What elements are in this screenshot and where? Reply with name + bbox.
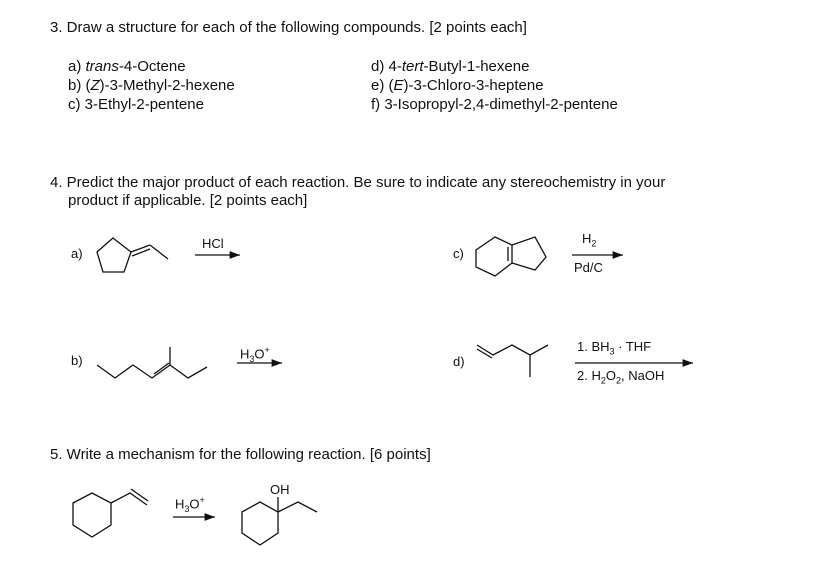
q3-item-prefix: c) xyxy=(68,96,85,113)
q3-item-prefix: d) 4- xyxy=(371,58,402,75)
q4c-reagent-top: H2 xyxy=(582,231,597,249)
q3-item-rest: -4-Octene xyxy=(118,58,186,75)
q4b-reagent: H3O+ xyxy=(240,345,270,364)
q4a-reagent: HCl xyxy=(202,236,224,251)
q3-item-italic: tert xyxy=(401,58,424,75)
q4-heading: 4. Predict the major product of each rea… xyxy=(50,174,666,191)
q4c-reagent-bottom: Pd/C xyxy=(574,260,603,275)
q4c-bicyclic-alkene xyxy=(475,236,547,277)
q3-item-rest: )-3-Methyl-2-hexene xyxy=(99,77,235,94)
q3-item: b) (Z)-3-Methyl-2-hexene xyxy=(68,77,235,95)
q3-item-italic: E xyxy=(393,77,404,94)
q3-item-italic: trans xyxy=(85,58,119,75)
q5-vinylcyclohexane xyxy=(72,488,149,538)
q4-heading-cont: product if applicable. [2 points each] xyxy=(68,192,308,209)
q3-item-rest: 3-Ethyl-2-pentene xyxy=(84,96,204,113)
q4d-step1: 1. BH3 · THF xyxy=(577,339,652,357)
q3-heading: 3. Draw a structure for each of the foll… xyxy=(50,19,527,36)
q3-item-prefix: f) xyxy=(371,96,385,113)
q4a-ethylidenecyclopentane xyxy=(96,237,169,273)
q3-item: f) 3-Isopropyl-2,4-dimethyl-2-pentene xyxy=(371,96,618,114)
q3-item-prefix: e) ( xyxy=(371,77,394,94)
q3-item-prefix: b) ( xyxy=(68,77,91,94)
q5-product-oh: OH xyxy=(270,482,290,497)
q3-item: c) 3-Ethyl-2-pentene xyxy=(68,96,204,114)
q3-item: d) 4-tert-Butyl-1-hexene xyxy=(371,58,529,76)
q4a-label: a) xyxy=(71,246,83,261)
q3-item-rest: 3-Isopropyl-2,4-dimethyl-2-pentene xyxy=(384,96,618,113)
q5-reagent: H3O+ xyxy=(175,495,205,514)
q4d-step2: 2. H2O2, NaOH xyxy=(577,368,665,386)
q3-item-italic: Z xyxy=(90,77,100,94)
q5-1-ethylcyclohexanol xyxy=(241,497,318,546)
q5-heading: 5. Write a mechanism for the following r… xyxy=(50,446,431,463)
q3-item-rest: -Butyl-1-hexene xyxy=(423,58,530,75)
q4b-label: b) xyxy=(71,353,83,368)
q3-item: e) (E)-3-Chloro-3-heptene xyxy=(371,77,544,95)
q4c-label: c) xyxy=(453,246,464,261)
q4d-4-methyl-1-pentene xyxy=(476,344,549,377)
q4d-label: d) xyxy=(453,354,465,369)
q3-item-prefix: a) xyxy=(68,58,86,75)
q4b-3-methyl-3-heptene xyxy=(96,347,208,379)
q3-item: a) trans-4-Octene xyxy=(68,58,186,76)
q3-item-rest: )-3-Chloro-3-heptene xyxy=(403,77,544,94)
